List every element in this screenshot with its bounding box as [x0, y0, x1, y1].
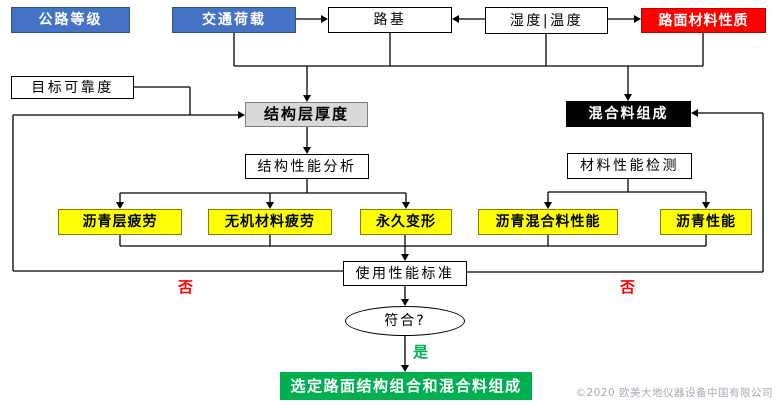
node-asphalt-mixture-performance: 沥青混合料性能	[478, 209, 618, 235]
node-target-reliability: 目标可靠度	[11, 76, 134, 99]
node-inorganic-material-fatigue: 无机材料疲劳	[208, 209, 332, 235]
node-traffic-load: 交通荷载	[172, 7, 296, 33]
node-asphalt-layer-fatigue: 沥青层疲劳	[58, 209, 182, 235]
node-subgrade: 路基	[328, 7, 452, 33]
edge-label-yes: 是	[413, 343, 429, 361]
node-highway-grade: 公路等级	[11, 7, 130, 33]
node-structural-layer-thickness: 结构层厚度	[245, 102, 368, 127]
node-pavement-material-properties: 路面材料性质	[641, 8, 766, 33]
node-structural-performance-analysis: 结构性能分析	[245, 154, 369, 179]
node-performance-criteria: 使用性能标准	[343, 261, 467, 286]
node-humidity-temperature: 湿度|温度	[485, 7, 608, 34]
copyright-text: ©2020 欧美大地仪器设备中国有限公司	[575, 387, 773, 399]
node-material-performance-testing: 材料性能检测	[567, 153, 692, 179]
edge-label-no-right: 否	[620, 278, 636, 296]
node-mixture-composition: 混合料组成	[566, 101, 691, 127]
node-asphalt-performance: 沥青性能	[660, 209, 752, 235]
edge-label-no-left: 否	[178, 278, 194, 296]
node-permanent-deformation: 永久变形	[360, 209, 452, 235]
node-decision-compliant: 符合?	[345, 306, 465, 336]
node-final-selection: 选定路面结构组合和混合料组成	[280, 372, 532, 400]
